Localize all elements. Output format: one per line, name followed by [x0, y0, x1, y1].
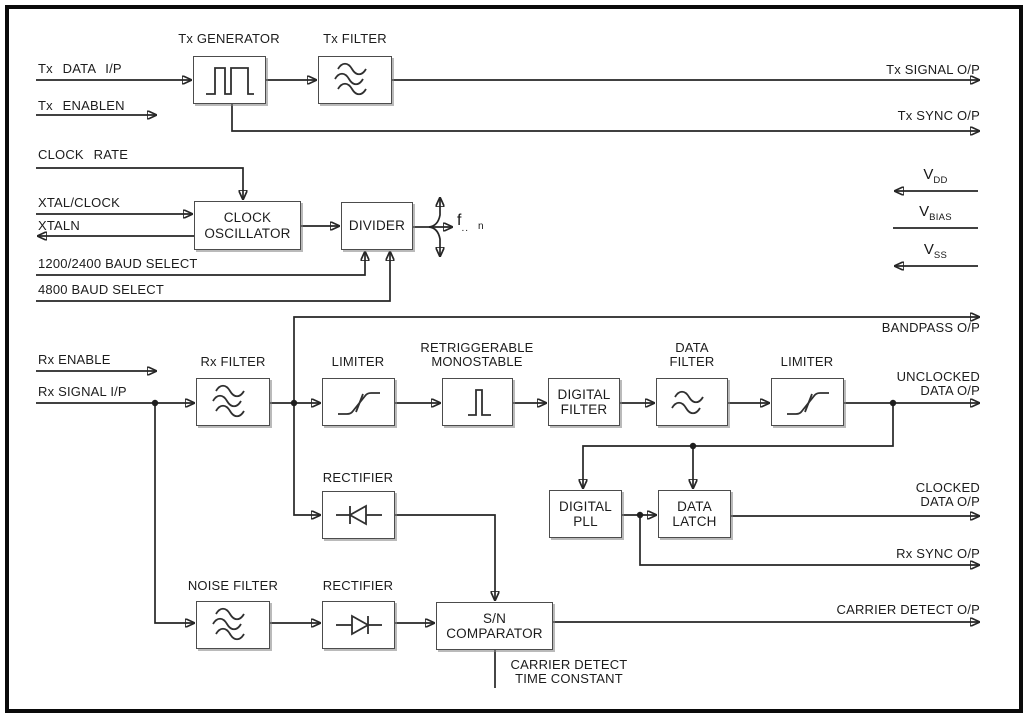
vss-base: V — [923, 241, 934, 258]
limiter-curve-icon — [337, 392, 380, 415]
block-label: DIGITAL — [559, 498, 612, 514]
tx-sync-output-label: Tx SYNC O/P — [897, 108, 980, 123]
caption-line: FILTER — [669, 354, 715, 369]
noise-filter-caption: NOISE FILTER — [187, 578, 279, 593]
rx-signal-input-label: Rx SIGNAL I/P — [38, 384, 127, 399]
rectifier-lower-caption: RECTIFIER — [322, 578, 394, 593]
limiter-1-block — [322, 378, 395, 426]
xtaln-output-label: XTALN — [38, 218, 80, 233]
rectifier-upper-caption: RECTIFIER — [322, 470, 394, 485]
limiter-curve-icon — [786, 392, 829, 415]
block-label: COMPARATOR — [446, 626, 543, 641]
clocked-data-output-label: CLOCKED DATA O/P — [780, 481, 980, 509]
retriggerable-monostable-block — [442, 378, 513, 426]
limiter-2-block — [771, 378, 844, 426]
filter-waves-icon — [212, 607, 245, 641]
data-latch-block: DATA LATCH — [658, 490, 731, 538]
f-base: f — [457, 212, 462, 229]
block-label: FILTER — [560, 402, 608, 417]
label-line: CARRIER DETECT — [510, 657, 628, 672]
caption-line: DATA — [675, 340, 709, 355]
data-filter-caption: DATA FILTER — [622, 341, 762, 369]
diode-left-icon — [335, 504, 382, 526]
f-dots: .. — [461, 223, 470, 234]
label-line: DATA O/P — [920, 494, 980, 509]
vss-pin-label: VSS — [893, 241, 978, 261]
rectifier-lower-block — [322, 601, 395, 649]
data-filter-block — [656, 378, 728, 426]
vdd-sub: DD — [933, 175, 948, 186]
rx-sync-output-label: Rx SYNC O/P — [896, 546, 980, 561]
rx-enable-input-label: Rx ENABLE — [38, 352, 111, 367]
block-label: DATA — [677, 498, 712, 514]
limiter-1-caption: LIMITER — [331, 354, 385, 369]
block-label: LATCH — [672, 514, 717, 529]
vss-sub: SS — [933, 250, 948, 261]
block-label: PLL — [573, 514, 598, 529]
carrier-detect-output-label: CARRIER DETECT O/P — [836, 602, 980, 617]
unclocked-data-output-label: UNCLOCKED DATA O/P — [780, 370, 980, 398]
label-line: DATA O/P — [920, 383, 980, 398]
vbias-pin-label: VBIAS — [893, 203, 978, 223]
rx-filter-caption: Rx FILTER — [200, 354, 266, 369]
clock-rate-input-label: CLOCK RATE — [38, 147, 129, 162]
divider-block: DIVIDER — [341, 202, 413, 250]
vbias-sub: BIAS — [929, 212, 952, 223]
block-label: DIGITAL — [557, 386, 611, 402]
label-line: UNCLOCKED — [896, 369, 980, 384]
monostable-pulse-icon — [467, 389, 491, 416]
block-label: S/N — [482, 610, 507, 626]
tx-generator-block — [193, 56, 266, 104]
bandpass-output-label: BANDPASS O/P — [881, 320, 980, 335]
digital-pll-block: DIGITAL PLL — [549, 490, 622, 538]
retriggerable-monostable-caption: RETRIGGERABLE MONOSTABLE — [407, 341, 547, 369]
digital-filter-block: DIGITAL FILTER — [548, 378, 620, 426]
filter-waves-icon — [334, 62, 367, 96]
baud-select-4800-label: 4800 BAUD SELECT — [38, 282, 165, 297]
divider-frequency-outputs-label: f.. n — [457, 212, 484, 234]
sn-comparator-block: S/N COMPARATOR — [436, 602, 553, 650]
tx-generator-caption: Tx GENERATOR — [178, 31, 280, 46]
carrier-detect-time-constant-label: CARRIER DETECT TIME CONSTANT — [501, 658, 637, 686]
limiter-2-caption: LIMITER — [780, 354, 834, 369]
noise-filter-block — [196, 601, 270, 649]
rectifier-upper-block — [322, 491, 395, 539]
label-line: CLOCKED — [915, 480, 980, 495]
clock-oscillator-block: CLOCK OSCILLATOR — [194, 201, 301, 250]
diagram-outer-border — [5, 5, 1023, 713]
diode-right-icon — [335, 614, 382, 636]
tx-filter-block — [318, 56, 392, 104]
caption-line: MONOSTABLE — [431, 354, 523, 369]
tx-signal-output-label: Tx SIGNAL O/P — [886, 62, 980, 77]
tx-data-input-label: Tx DATA I/P — [38, 61, 122, 76]
label-line: TIME CONSTANT — [515, 671, 623, 686]
block-label: OSCILLATOR — [204, 225, 291, 241]
xtal-clock-input-label: XTAL/CLOCK — [38, 195, 120, 210]
caption-line: RETRIGGERABLE — [420, 340, 534, 355]
baud-select-1200-2400-label: 1200/2400 BAUD SELECT — [38, 256, 198, 271]
vdd-pin-label: VDD — [893, 166, 978, 186]
tx-filter-caption: Tx FILTER — [323, 31, 387, 46]
filter-waves-icon — [671, 390, 704, 415]
pulse-waveform-icon — [205, 67, 254, 95]
rx-filter-block — [196, 378, 270, 426]
tx-enablen-input-label: Tx ENABLEN — [38, 98, 125, 113]
block-label: CLOCK — [223, 210, 272, 225]
filter-waves-icon — [212, 384, 245, 418]
vdd-base: V — [923, 166, 934, 183]
f-subscript-n: n — [478, 221, 484, 232]
block-label: DIVIDER — [348, 218, 406, 234]
vbias-base: V — [919, 203, 930, 220]
